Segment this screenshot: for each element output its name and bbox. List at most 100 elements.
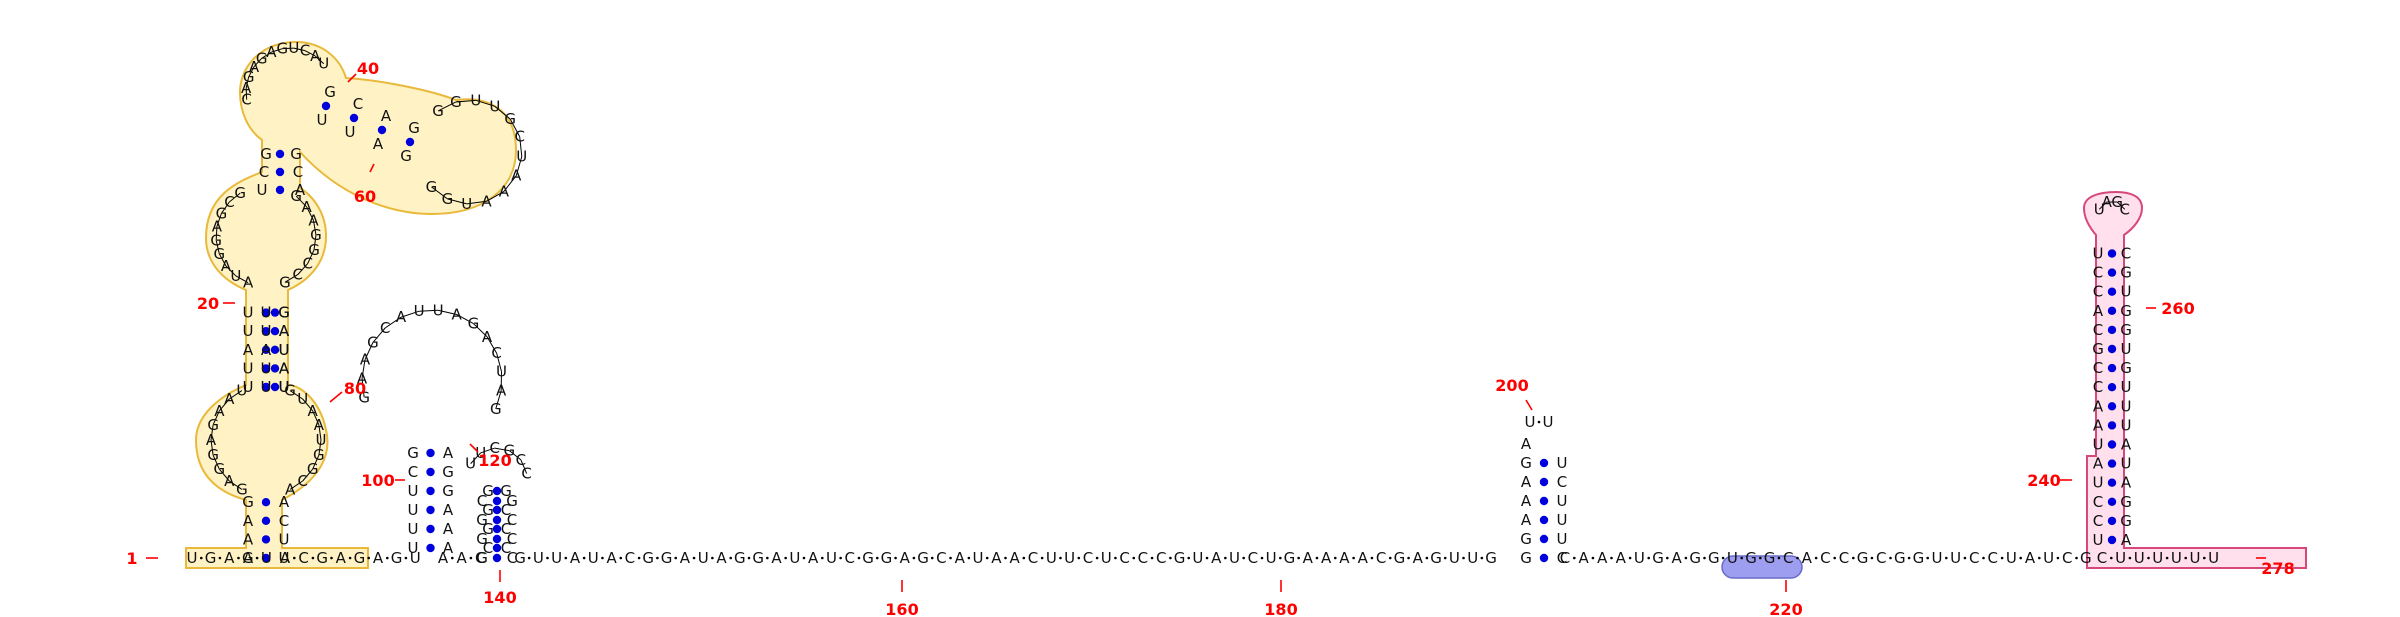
nucleotide-5prime: C <box>298 549 308 567</box>
nucleotide-linker: A <box>1010 549 1021 567</box>
backbone-link <box>494 447 510 452</box>
loop-nucleotide: U <box>1525 413 1536 431</box>
nucleotide-spacer: U <box>1727 549 1738 567</box>
backbone-link <box>1462 556 1465 560</box>
loop-nucleotide: A <box>224 472 235 490</box>
nucleotide-spacer: G <box>1913 549 1925 567</box>
backbone-link <box>1833 556 1836 560</box>
nucleotide-linker: A <box>606 549 617 567</box>
backbone-link <box>2184 556 2187 560</box>
stem-nucleotide: G <box>324 83 336 101</box>
base-pair-dot <box>261 535 271 544</box>
backbone-link <box>218 398 230 412</box>
loop-nucleotide: C <box>521 465 531 483</box>
backbone-link <box>930 556 934 560</box>
loop-nucleotide: C <box>380 319 390 337</box>
base-pair-dot <box>492 486 502 496</box>
base-pair-dot <box>2107 268 2117 277</box>
backbone-link <box>1352 556 1355 560</box>
nucleotide-linker: U <box>698 549 709 567</box>
base-pair-dot <box>1539 534 1549 544</box>
backbone-link <box>480 447 495 454</box>
stem-nucleotide: U <box>2093 474 2104 492</box>
backbone-link <box>1814 556 1818 560</box>
stem-nucleotide: A <box>279 359 290 377</box>
stem-nucleotide: C <box>408 463 418 481</box>
backbone-link <box>949 556 952 560</box>
nucleotide-linker: A <box>1303 549 1314 567</box>
backbone-link <box>1443 556 1447 560</box>
loop-nucleotide: A <box>499 182 510 200</box>
backbone-link <box>302 468 314 482</box>
stem-nucleotide: C <box>2093 493 2103 511</box>
nucleotide-linker: G <box>1430 549 1442 567</box>
loop-nucleotide: G <box>308 241 320 259</box>
loop-nucleotide: A <box>206 431 217 449</box>
stem-nucleotide: A <box>243 549 254 567</box>
base-pair-dot <box>261 516 271 525</box>
loop-nucleotide: U <box>516 148 527 166</box>
backbone-link <box>261 51 272 59</box>
stem-nucleotide: A <box>443 444 454 462</box>
backbone-link <box>546 556 549 560</box>
loop-nucleotide: C <box>491 344 501 362</box>
nucleotide-spacer: U <box>2043 549 2054 567</box>
stem-nucleotide: U <box>2121 455 2132 473</box>
backbone-link <box>839 556 842 560</box>
loop-nucleotide: C <box>514 128 524 146</box>
nucleotide-spacer: C <box>1783 549 1793 567</box>
backbone-link <box>674 556 678 560</box>
loop-nucleotide: A <box>2102 193 2113 211</box>
backbone-link <box>466 200 487 205</box>
stem-nucleotide: G <box>2120 321 2132 339</box>
position-tick <box>347 73 357 83</box>
nucleotide-spacer: U <box>1932 549 1943 567</box>
loop-nucleotide: U <box>465 455 476 473</box>
nucleotide-spacer: C <box>1560 549 1570 567</box>
backbone-link <box>1591 556 1595 560</box>
backbone-link <box>1315 556 1319 560</box>
base-pair-dot <box>321 101 331 111</box>
stem-nucleotide: G <box>1520 549 1532 567</box>
base-pair-dot <box>492 534 502 544</box>
stem-nucleotide: U <box>257 181 268 199</box>
loop-nucleotide: U <box>496 363 507 381</box>
loop-nucleotide: A <box>310 47 321 65</box>
loop-nucleotide: A <box>241 79 252 97</box>
backbone-link <box>729 556 732 560</box>
nucleotide-linker: G <box>881 549 893 567</box>
stem-nucleotide: A <box>279 359 290 377</box>
backbone-link <box>313 234 317 250</box>
backbone-link <box>1610 556 1613 560</box>
backbone-link <box>215 226 218 241</box>
loop-nucleotide: U <box>414 302 425 320</box>
stem-nucleotide: U <box>408 520 419 538</box>
nucleotide-linker: A <box>1211 549 1222 567</box>
yellow-domain-highlight <box>185 40 518 569</box>
base-pairs <box>261 101 2117 563</box>
backbone-link <box>473 323 488 338</box>
loop-nucleotide: U <box>297 390 308 408</box>
nucleotide-3prime: U <box>2190 549 2201 567</box>
backbone-link <box>437 101 457 112</box>
loop-nucleotide: U <box>2094 200 2105 218</box>
backbone-link <box>293 47 306 52</box>
base-pair-dot <box>1539 496 1549 506</box>
nucleotide-linker: A <box>771 549 782 567</box>
stem-nucleotide: G <box>476 549 488 567</box>
loop-nucleotide: C <box>298 472 308 490</box>
backbone-link <box>692 556 696 560</box>
backbone-link <box>766 556 769 560</box>
loop-nucleotide: U <box>1543 413 1554 431</box>
loop-nucleotide: G <box>210 231 222 249</box>
loop-nucleotide: U <box>461 195 472 213</box>
backbone-link <box>495 390 502 410</box>
backbone-link <box>486 336 498 354</box>
stem-nucleotide: U <box>2093 531 2104 549</box>
nucleotide-spacer: A <box>1578 549 1589 567</box>
backbone-link <box>293 556 296 560</box>
backbone-link <box>2203 556 2206 560</box>
loop-nucleotide: G <box>468 315 480 333</box>
base-pair-dot <box>2107 497 2117 506</box>
